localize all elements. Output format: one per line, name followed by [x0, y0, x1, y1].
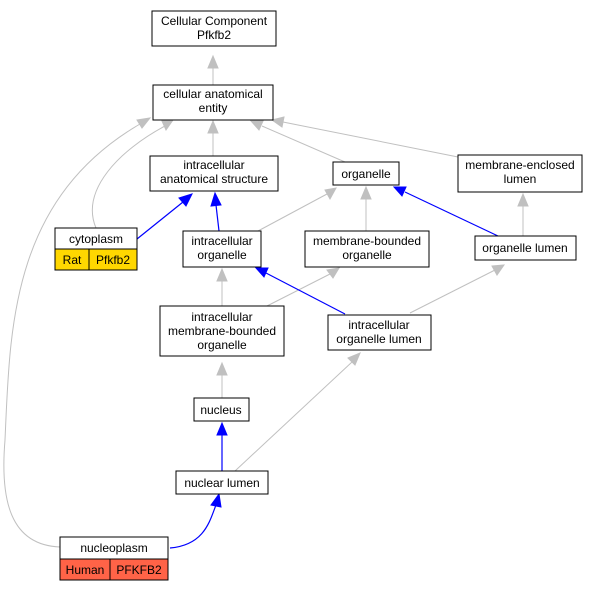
node-label-line: organelle lumen: [482, 241, 567, 255]
arrowhead: [324, 187, 337, 201]
node-label-line: membrane-bounded: [313, 234, 421, 248]
species-label: Human: [66, 563, 105, 577]
edge-io-partof-ias: [215, 204, 220, 232]
arrowhead: [216, 267, 228, 282]
node-label-line: cytoplasm: [69, 232, 123, 246]
node-label-line: intracellular: [348, 318, 409, 332]
arrowhead: [517, 192, 529, 207]
node-label-line: organelle: [341, 167, 391, 181]
species-label: Rat: [63, 253, 82, 267]
edge-cytoplasm-partof-ias: [136, 201, 184, 240]
arrowhead: [360, 185, 372, 200]
node-label-line: membrane-bounded: [168, 324, 276, 338]
node-label-line: intracellular: [191, 234, 252, 248]
edge-nucleoplasm-partof-nl: [169, 504, 217, 549]
arrowhead: [136, 117, 152, 129]
node-label-line: intracellular: [191, 310, 252, 324]
node-label-line: cellular anatomical: [163, 87, 262, 101]
gene-label: PFKFB2: [116, 563, 162, 577]
node-label-line: entity: [199, 101, 228, 115]
node-intracellular-anatomical-structure[interactable]: intracellular anatomical structure: [149, 155, 279, 192]
gene-cell-human: [109, 558, 169, 581]
gene-cell-rat: [88, 248, 138, 271]
node-label-line: Pfkfb2: [197, 28, 231, 42]
edges: [3, 54, 529, 549]
edge-mel-to-entity: [282, 121, 459, 158]
edge-cytoplasm-to-entity: [91, 125, 166, 229]
node-organelle-lumen[interactable]: organelle lumen: [474, 235, 577, 261]
node-label-line: lumen: [504, 172, 537, 186]
arrowhead: [216, 421, 228, 436]
node-label-line: nucleoplasm: [80, 541, 147, 555]
node-intracellular-organelle[interactable]: intracellular organelle: [182, 230, 262, 268]
node-organelle[interactable]: organelle: [332, 161, 400, 186]
node-membrane-bounded-organelle[interactable]: membrane-bounded organelle: [304, 230, 430, 268]
node-nucleus[interactable]: nucleus: [193, 397, 250, 422]
node-cellular-component[interactable]: Cellular Component Pfkfb2: [151, 10, 277, 47]
edge-imbo-to-mbo: [264, 273, 331, 308]
node-label-line: organelle: [197, 248, 247, 262]
arrowhead: [178, 193, 193, 207]
arrowhead: [216, 361, 228, 376]
arrowhead: [491, 264, 506, 276]
edge-io-to-organelle: [257, 193, 328, 232]
node-label-line: nucleus: [200, 403, 241, 417]
arrowhead: [270, 116, 285, 128]
arrowhead: [326, 267, 340, 279]
edge-iol-partof-io: [265, 272, 346, 315]
arrowhead: [254, 267, 269, 278]
arrowhead: [161, 119, 175, 132]
node-nuclear-lumen[interactable]: nuclear lumen: [175, 470, 269, 495]
node-label-line: anatomical structure: [160, 172, 268, 186]
node-cytoplasm[interactable]: cytoplasm Rat Pfkfb2: [54, 227, 138, 271]
node-intracellular-organelle-lumen[interactable]: intracellular organelle lumen: [327, 314, 432, 351]
edge-organelle-to-entity: [261, 125, 346, 163]
gene-label: Pfkfb2: [96, 253, 130, 267]
node-label-line: intracellular: [183, 158, 244, 172]
node-label-line: organelle lumen: [336, 332, 421, 346]
node-nucleoplasm[interactable]: nucleoplasm Human PFKFB2: [59, 536, 169, 581]
node-label-line: organelle: [342, 248, 392, 262]
edge-iol-to-ol: [409, 269, 496, 314]
node-label-line: membrane-enclosed: [465, 158, 574, 172]
arrowhead: [210, 191, 222, 207]
node-label-line: nuclear lumen: [184, 476, 259, 490]
edge-nl-to-iol: [234, 361, 353, 472]
edge-ol-partof-organelle: [404, 191, 499, 237]
node-intracellular-membrane-bounded-organelle[interactable]: intracellular membrane-bounded organelle: [159, 305, 285, 357]
node-membrane-enclosed-lumen[interactable]: membrane-enclosed lumen: [457, 154, 583, 193]
node-label-line: organelle: [197, 338, 247, 352]
node-label-line: Cellular Component: [161, 14, 268, 28]
arrowhead: [249, 120, 264, 131]
arrowhead: [207, 54, 219, 69]
arrowhead: [210, 492, 222, 508]
arrowhead: [207, 119, 219, 134]
arrowhead: [347, 352, 361, 366]
arrowhead: [392, 186, 407, 197]
edge-nucleoplasm-to-entity: [3, 123, 141, 548]
node-cellular-anatomical-entity[interactable]: cellular anatomical entity: [152, 84, 274, 121]
